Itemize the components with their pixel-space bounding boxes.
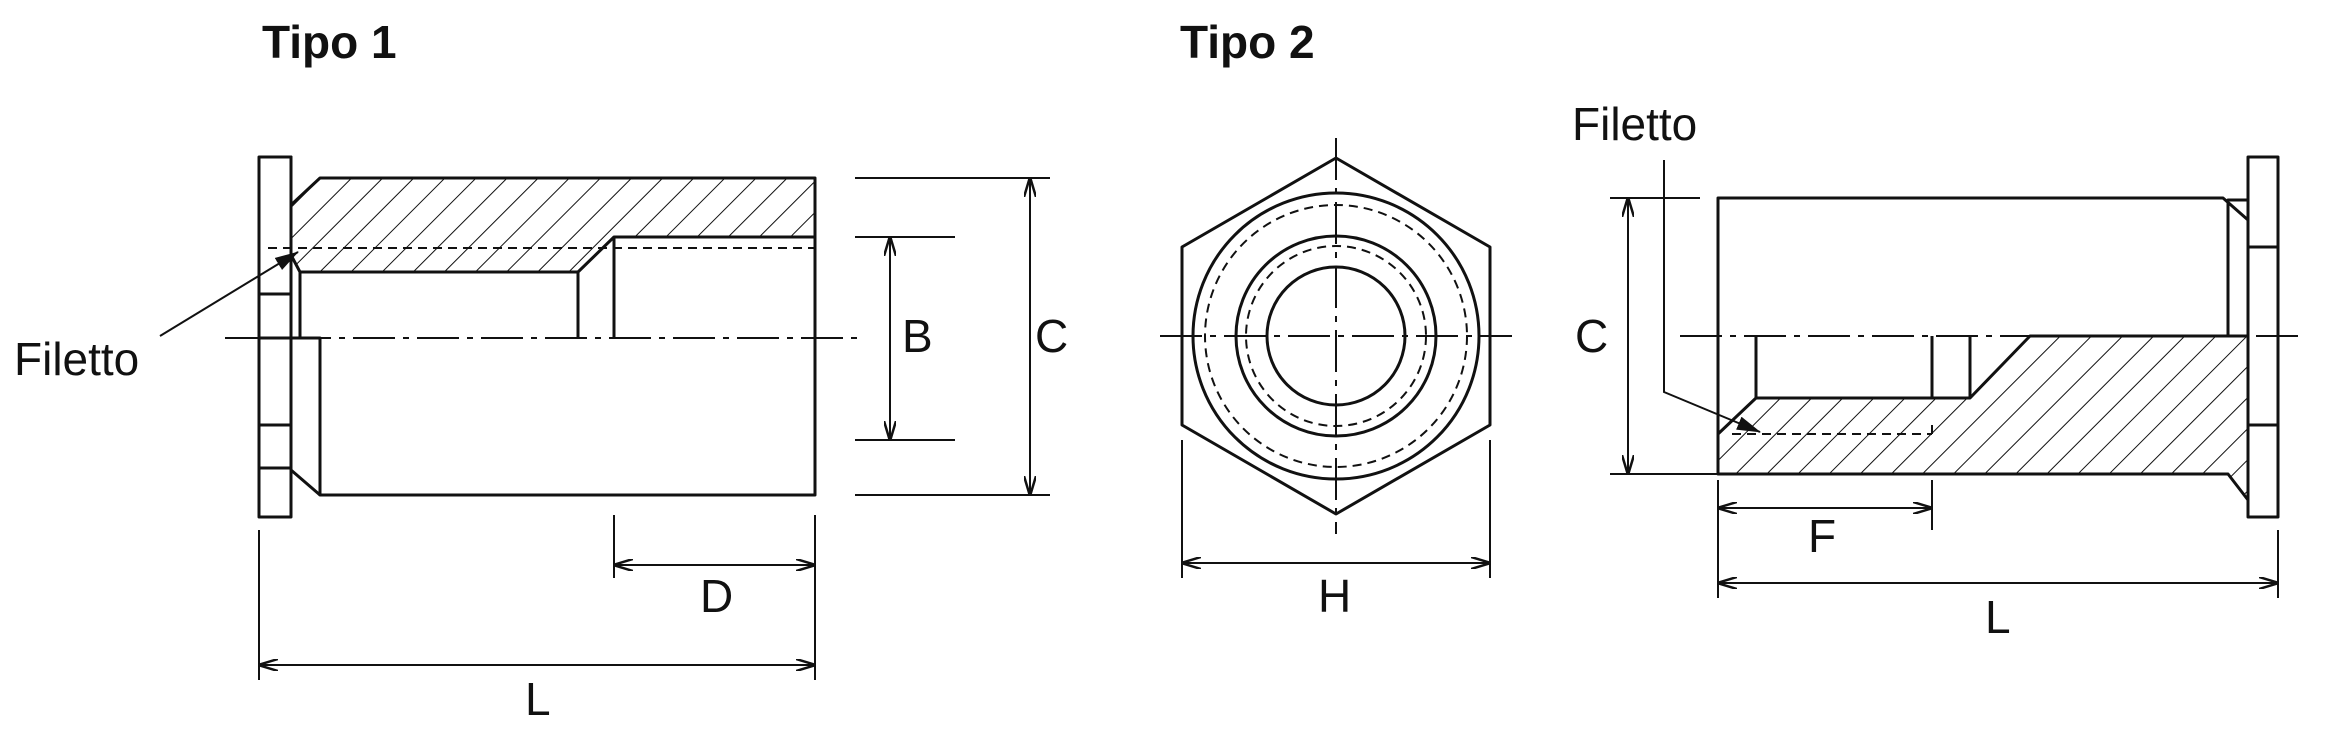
tipo1-dim-L-label: L xyxy=(525,673,551,725)
tipo2-dim-F-label: F xyxy=(1808,510,1836,562)
tipo2-dim-L-label: L xyxy=(1985,591,2011,643)
tipo2-dim-C-label: C xyxy=(1575,310,1608,362)
tipo1-view: Tipo 1 Filetto B C xyxy=(14,16,1068,725)
tipo1-title: Tipo 1 xyxy=(262,16,397,68)
tipo2-title: Tipo 2 xyxy=(1180,16,1315,68)
tipo2-body-outline xyxy=(1716,196,2249,336)
tipo1-thread-label: Filetto xyxy=(14,333,139,385)
tipo2-side-view: Filetto C F L xyxy=(1572,98,2300,643)
tipo1-dim-D-label: D xyxy=(700,570,733,622)
tipo1-dim-C-label: C xyxy=(1035,310,1068,362)
tipo1-section-hatch xyxy=(289,155,817,274)
tipo1-dim-B-label: B xyxy=(902,310,933,362)
tipo2-thread-leader xyxy=(1663,160,1761,433)
tipo1-thread-leader xyxy=(159,251,299,337)
tipo2-end-view: Tipo 2 H xyxy=(1160,16,1512,622)
tipo2-section-hatch xyxy=(1716,334,2250,502)
tipo2-thread-label: Filetto xyxy=(1572,98,1697,150)
tipo2-dim-H-label: H xyxy=(1318,570,1351,622)
